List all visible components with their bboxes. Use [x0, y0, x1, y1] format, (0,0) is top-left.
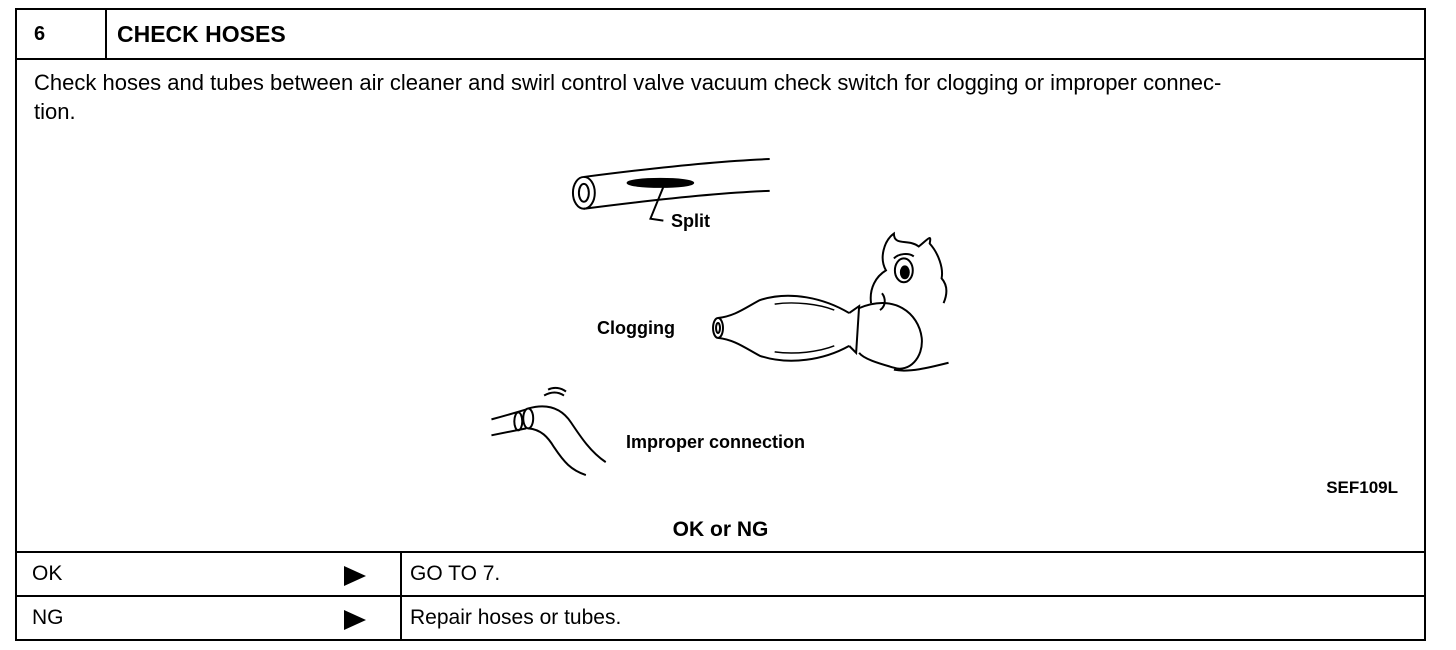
- step-header: 6 CHECK HOSES: [17, 10, 1424, 60]
- arrow-right-icon: [344, 566, 366, 586]
- column-divider: [400, 597, 402, 641]
- result-label: NG: [32, 606, 64, 629]
- improper-connection-drawing: [491, 386, 607, 476]
- split-tube-drawing: [571, 158, 770, 222]
- improper-connection-label: Improper connection: [626, 432, 806, 452]
- figure-code: SEF109L: [1326, 478, 1398, 497]
- result-title: OK or NG: [672, 518, 769, 541]
- split-label: Split: [671, 211, 710, 231]
- result-row-ok: OK GO TO 7.: [17, 551, 1424, 595]
- step-number: 6: [17, 10, 107, 58]
- result-action: Repair hoses or tubes.: [410, 606, 622, 629]
- clogging-drawing: [712, 231, 949, 372]
- column-divider: [400, 553, 402, 595]
- arrow-right-icon: [344, 610, 366, 630]
- result-label: OK: [32, 562, 63, 585]
- step-title: CHECK HOSES: [117, 21, 286, 47]
- clogging-label: Clogging: [597, 318, 675, 338]
- inspection-sheet: 6 CHECK HOSES Check hoses and tubes betw…: [15, 8, 1426, 641]
- result-row-ng: NG Repair hoses or tubes.: [17, 595, 1424, 641]
- result-action: GO TO 7.: [410, 562, 501, 585]
- hose-illustration: [491, 158, 949, 476]
- step-instruction: Check hoses and tubes between air cleane…: [34, 70, 1222, 124]
